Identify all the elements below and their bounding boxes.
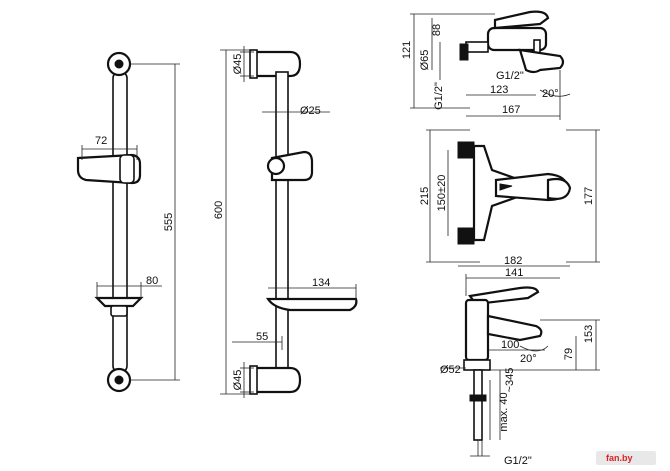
bath-body — [486, 26, 548, 52]
bath-spout — [518, 48, 565, 74]
top-bracket-screw — [114, 59, 124, 69]
dim-d52: Ø52 — [440, 364, 461, 376]
basin-base — [463, 359, 491, 371]
dim-167: 167 — [502, 104, 520, 116]
dim-100: 100 — [501, 339, 519, 351]
top-eccentric-cover-2 — [457, 227, 475, 245]
top-arm — [252, 50, 302, 78]
angle-20-bath: 20° — [542, 88, 559, 100]
dim-88: 88 — [431, 24, 443, 36]
watermark-box — [596, 451, 656, 465]
dim-79: 79 — [563, 348, 575, 360]
dim-150-20: 150±20 — [436, 175, 448, 212]
dim-d45-bottom: Ø45 — [232, 370, 244, 391]
bath-mixer-top-view: 215 150±20 177 182 — [419, 129, 600, 267]
watermark-text: fan.by — [606, 453, 633, 463]
soap-dish-side — [265, 297, 358, 312]
basin-body — [464, 298, 490, 362]
basin-nut — [469, 394, 487, 402]
bath-eccentric — [465, 41, 489, 53]
basin-spout — [486, 314, 543, 342]
thread-g12-basin: G1/2" — [504, 455, 532, 467]
top-spout — [546, 177, 572, 200]
side-rail-bar — [275, 71, 289, 373]
thread-g12-vertical: G1/2" — [433, 82, 445, 110]
dim-d65: Ø65 — [419, 50, 431, 71]
dim-182: 182 — [504, 255, 522, 267]
dim-123: 123 — [490, 84, 508, 96]
dim-80: 80 — [146, 275, 158, 287]
soap-dish-front — [94, 296, 144, 308]
dim-121: 121 — [401, 41, 413, 59]
dim-141: 141 — [505, 267, 523, 279]
dim-555: 555 — [163, 213, 175, 231]
dim-345: ~345 — [504, 368, 516, 393]
dim-215: 215 — [419, 187, 431, 205]
side-slider-knob — [266, 156, 286, 176]
dim-134: 134 — [312, 277, 330, 289]
side-slider — [270, 150, 314, 182]
dim-max40: max. 40 — [498, 392, 510, 431]
dim-d45-top: Ø45 — [232, 54, 244, 75]
dim-177: 177 — [583, 187, 595, 205]
bottom-arm — [252, 366, 302, 394]
thread-g12: G1/2" — [496, 70, 524, 82]
slider-clamp — [119, 154, 135, 184]
rail-side-view: Ø45 Ø25 600 134 55 Ø45 — [213, 46, 358, 398]
dim-600: 600 — [213, 201, 225, 219]
bottom-bracket-screw — [114, 375, 124, 385]
top-eccentric-cover-1 — [457, 141, 475, 159]
top-wall-plate — [249, 49, 258, 79]
dim-d25: Ø25 — [300, 105, 321, 117]
basin-shank — [473, 369, 483, 441]
rail-front-view: 72 555 80 — [76, 51, 180, 393]
dim-55: 55 — [256, 331, 268, 343]
top-lever-mark — [499, 183, 513, 191]
bath-lever — [493, 10, 550, 30]
bath-cover — [459, 43, 469, 61]
soap-dish-clamp — [110, 305, 128, 317]
angle-20-basin: 20° — [520, 353, 537, 365]
basin-mixer-view: 141 100 20° 153 79 Ø52 max. 40 ~345 G1/2… — [440, 267, 600, 467]
rail-bar — [112, 71, 128, 373]
watermark: fan.by — [596, 451, 656, 465]
dim-153: 153 — [583, 325, 595, 343]
bottom-wall-plate — [249, 365, 258, 395]
bath-mixer-side-view: 121 88 Ø65 G1/2" G1/2" 123 20° 167 — [401, 10, 571, 120]
dim-72: 72 — [95, 135, 107, 147]
